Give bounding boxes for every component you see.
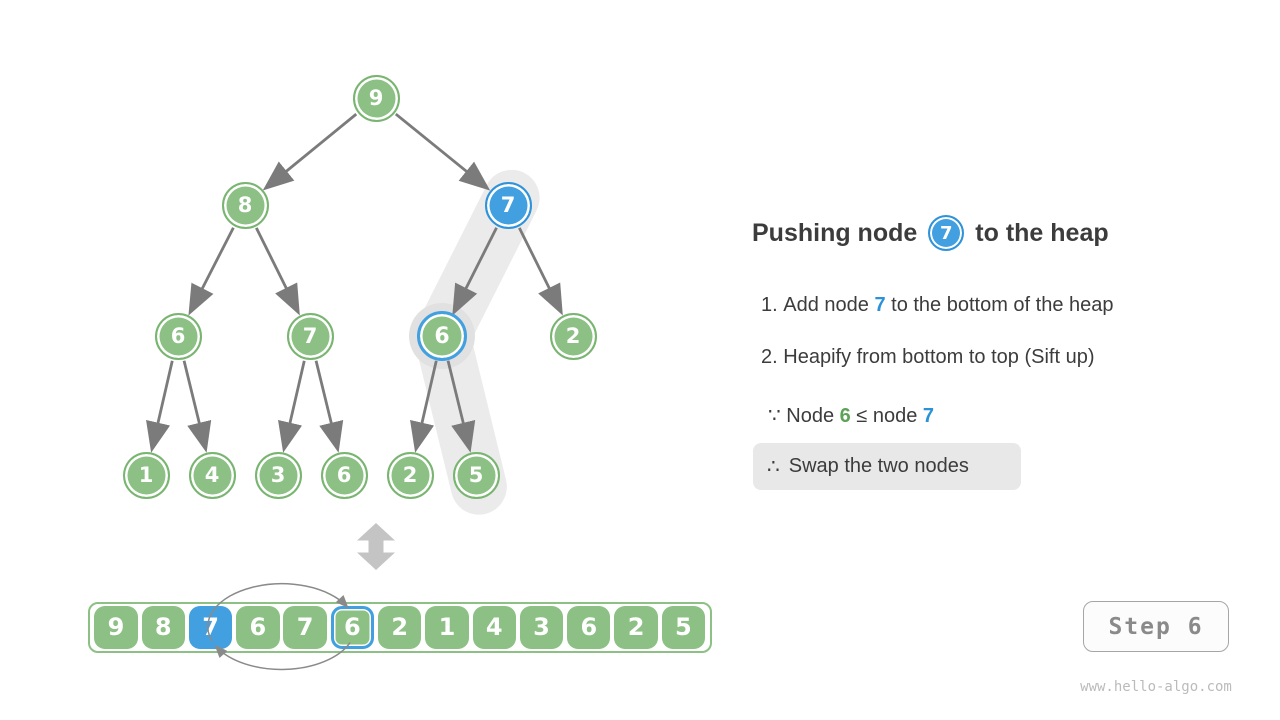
tree-node: 4 bbox=[188, 451, 236, 499]
tree-node: 6 bbox=[154, 312, 202, 360]
tree-node: 6 bbox=[320, 451, 368, 499]
step-number: 2. bbox=[761, 346, 784, 368]
array-cell: 6 bbox=[330, 606, 375, 649]
step-counter-button[interactable]: Step 6 bbox=[1083, 601, 1229, 652]
array-cell: 2 bbox=[377, 606, 422, 649]
array-cell: 3 bbox=[519, 606, 564, 649]
tree-node: 8 bbox=[221, 181, 269, 229]
array-cell: 9 bbox=[94, 606, 138, 649]
title-suffix: to the heap bbox=[975, 218, 1109, 247]
text-part: 6 bbox=[839, 405, 851, 427]
therefore-box: ∴ Swap the two nodes bbox=[753, 443, 1021, 490]
array-cell: 7 bbox=[188, 606, 233, 649]
tree-node: 2 bbox=[549, 312, 597, 360]
step-number: 1. bbox=[761, 294, 784, 316]
because-line: ∵ Node 6 ≤ node 7 bbox=[768, 404, 934, 428]
title-prefix: Pushing node bbox=[752, 218, 918, 247]
array-cell: 7 bbox=[283, 606, 327, 649]
tree-node: 6 bbox=[417, 311, 467, 361]
tree-node: 2 bbox=[386, 451, 434, 499]
tree-node: 3 bbox=[254, 451, 302, 499]
array-cell: 1 bbox=[425, 606, 469, 649]
therefore-symbol: ∴ bbox=[767, 456, 780, 478]
tree-node: 7 bbox=[484, 181, 532, 229]
tree-node: 1 bbox=[122, 451, 170, 499]
text-part: Add node bbox=[783, 294, 875, 316]
instruction-step-2: 2. Heapify from bottom to top (Sift up) bbox=[761, 345, 1095, 369]
text-part: 7 bbox=[922, 405, 935, 427]
text-part: Node bbox=[786, 405, 840, 427]
array-cell: 4 bbox=[472, 606, 516, 649]
array-cell: 6 bbox=[236, 606, 280, 649]
tree-node: 7 bbox=[286, 312, 334, 360]
figure-title: Pushing node 7 to the heap bbox=[752, 215, 1109, 251]
therefore-text: Swap the two nodes bbox=[788, 455, 969, 477]
tree-node: 9 bbox=[352, 74, 400, 122]
title-node-badge: 7 bbox=[928, 215, 965, 251]
text-part: ≤ node bbox=[850, 405, 923, 427]
text-part: to the bottom of the heap bbox=[885, 294, 1114, 316]
instruction-step-1: 1. Add node 7 to the bottom of the heap bbox=[761, 293, 1114, 317]
because-symbol: ∵ bbox=[768, 405, 787, 427]
array-cell: 2 bbox=[614, 606, 658, 649]
array-cell: 5 bbox=[661, 606, 706, 649]
array-cell: 6 bbox=[567, 606, 611, 649]
watermark: www.hello-algo.com bbox=[1080, 679, 1232, 695]
array-cell: 8 bbox=[141, 606, 185, 649]
text-part: Heapify from bottom to top (Sift up) bbox=[783, 346, 1095, 368]
text-part: 7 bbox=[874, 294, 886, 316]
tree-node: 5 bbox=[452, 451, 500, 499]
